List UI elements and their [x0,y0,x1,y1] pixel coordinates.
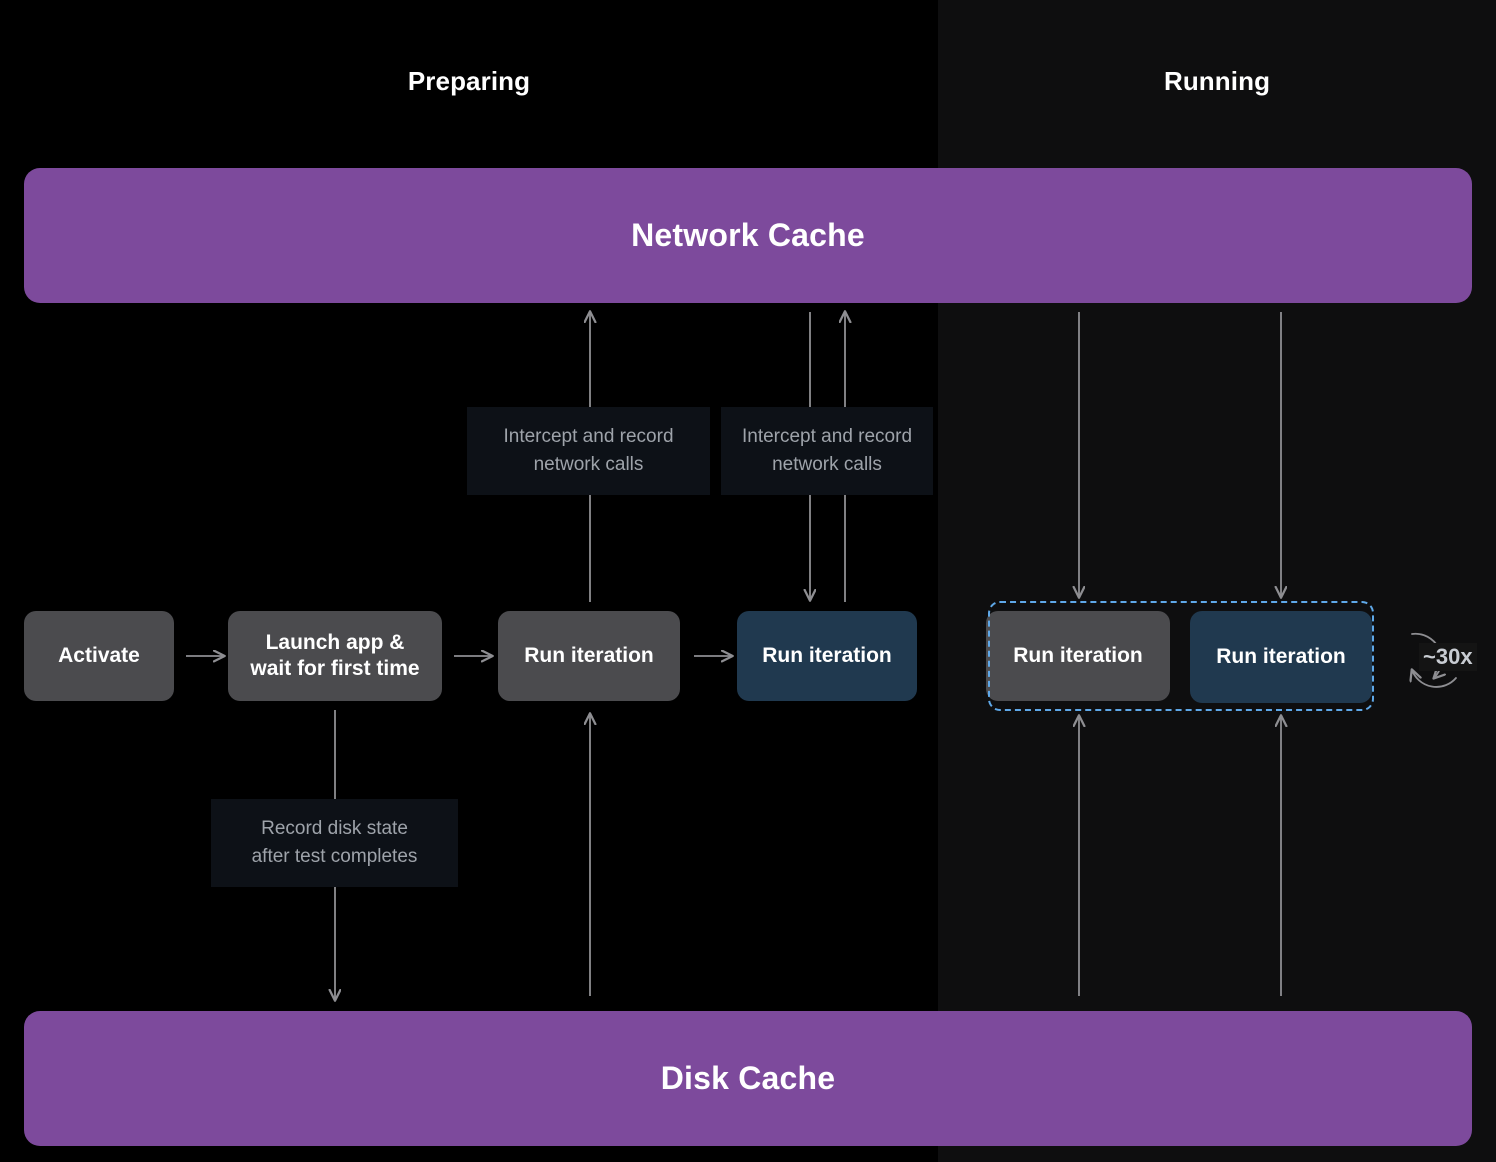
phase-title-running: Running [1163,66,1271,96]
note-intercept-record-1: Intercept and record network calls [467,407,710,495]
step-run-iteration-run-1[interactable]: Run iteration [986,611,1170,701]
step-run-iteration-prep-2[interactable]: Run iteration [737,611,917,701]
disk-cache-bar: Disk Cache [24,1011,1472,1146]
note-record-disk-state: Record disk state after test completes [211,799,458,887]
step-launch-app[interactable]: Launch app & wait for first time [228,611,442,701]
step-run-iteration-prep-1[interactable]: Run iteration [498,611,680,701]
network-cache-bar: Network Cache [24,168,1472,303]
phase-title-preparing: Preparing [407,66,531,96]
loop-count-badge: ~30x [1419,643,1477,671]
step-activate[interactable]: Activate [24,611,174,701]
note-intercept-record-2: Intercept and record network calls [721,407,933,495]
step-run-iteration-run-2[interactable]: Run iteration [1190,611,1372,703]
